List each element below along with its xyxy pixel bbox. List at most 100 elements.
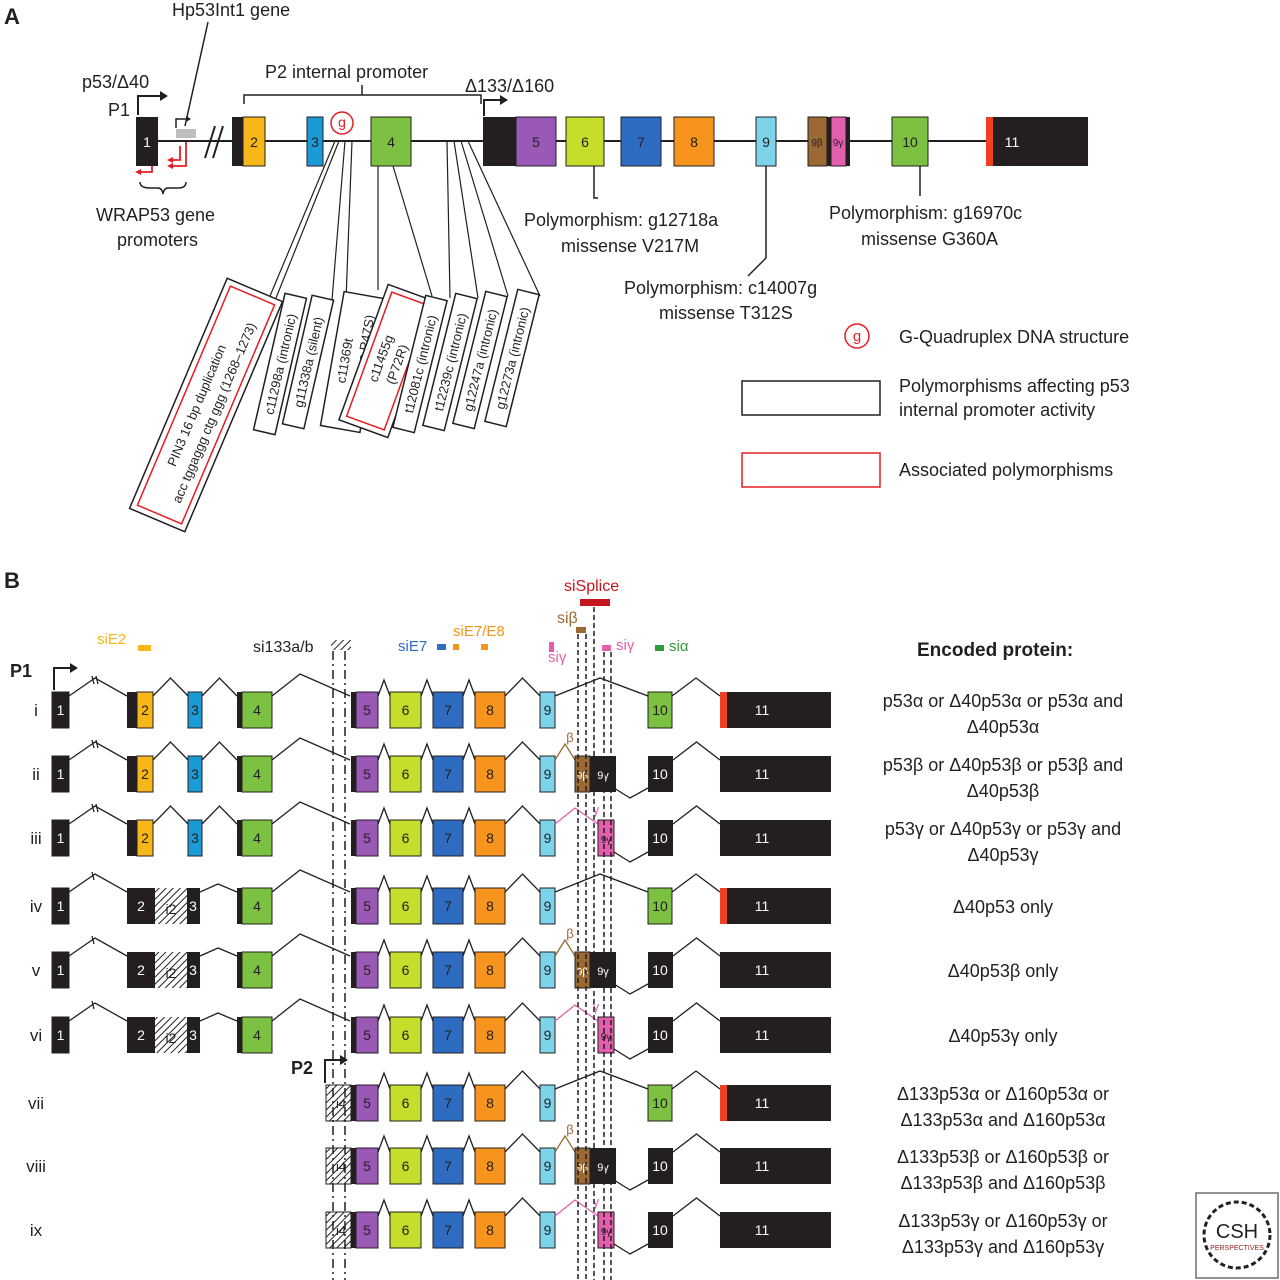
axis-break-2 (212, 125, 224, 159)
intron-line (420, 1003, 434, 1022)
p1-b-label: P1 (10, 661, 32, 681)
splice-line (199, 1012, 238, 1022)
encoded-protein-line2: Δ40p53α (967, 717, 1039, 737)
p1-arrow-head (160, 91, 168, 101)
box-pin3-inner (136, 285, 276, 525)
exon-b-4-black (237, 756, 242, 792)
intron-line (462, 1003, 476, 1022)
exon-b-7-label: 7 (444, 1158, 452, 1174)
wrap53-arrow-3 (172, 146, 181, 161)
exon-b-6-label: 6 (402, 1095, 410, 1111)
sisplice-bar (580, 599, 610, 606)
exon-a-5-black (483, 117, 516, 166)
intron-line (152, 741, 189, 761)
legend-red-swatch (741, 452, 881, 488)
exon-b-6 (389, 887, 422, 925)
row-numeral: v (32, 961, 41, 980)
exon-b-10-label: 10 (652, 1027, 668, 1043)
exon-a-2 (242, 116, 266, 167)
intron-line (672, 1002, 721, 1022)
box-t12081c-rect (391, 294, 449, 434)
sia-label: siα (669, 638, 689, 655)
exon-b-9 (539, 951, 556, 989)
exon-b-6-label: 6 (402, 1027, 410, 1043)
exon-b-8 (474, 887, 506, 925)
splice-line (271, 673, 351, 697)
exon-b-8-label: 8 (486, 962, 494, 978)
encoded-protein-line1: p53β or Δ40p53β or p53β and (883, 755, 1123, 775)
exon-b-9g-label: 9γ (597, 966, 609, 978)
exon-b-6-label: 6 (402, 702, 410, 718)
wrap53-arrow-2 (172, 142, 187, 167)
intron-line (377, 1071, 391, 1090)
exon-b-7-label: 7 (444, 1027, 452, 1043)
exon-b-2-label: 2 (137, 962, 145, 978)
exon-b-3 (187, 888, 200, 924)
exon-b-7 (432, 951, 464, 989)
exon-b-5-black (351, 952, 356, 988)
exon-b-2 (127, 1017, 155, 1053)
g-quadruplex-icon (330, 111, 354, 135)
sisplice-label: siSplice (564, 578, 619, 595)
legend: g G-Quadruplex DNA structure Polymorphis… (741, 323, 1130, 488)
exon-b-4 (241, 1016, 273, 1054)
exon-b-4-black (237, 692, 242, 728)
wrap53-brace (139, 181, 187, 195)
gamma-label: γ (593, 1194, 600, 1209)
legend-black-swatch (741, 380, 881, 416)
exon-a-11-label: 11 (1005, 134, 1020, 150)
exon-b-8-label: 8 (486, 702, 494, 718)
exon-b-8-label: 8 (486, 1095, 494, 1111)
exon-a-5 (515, 116, 557, 167)
hp53int1-label: Hp53Int1 gene (172, 0, 290, 20)
exon-b-11-mark (720, 888, 727, 924)
exon-b-5-black (351, 1148, 356, 1184)
panel-a-label: A (4, 4, 20, 29)
exon-b-1-label: 1 (57, 962, 65, 978)
exon-b-5-label: 5 (363, 1158, 371, 1174)
exon-b-8-label: 8 (486, 898, 494, 914)
encoded-protein-line1: Δ40p53γ only (948, 1026, 1057, 1046)
exon-a-11-mark (986, 117, 993, 166)
p53-d40-label: p53/Δ40 (82, 72, 149, 92)
leader-6 (446, 140, 451, 299)
leader-2 (331, 140, 346, 301)
encoded-protein-line1: Δ133p53γ or Δ160p53γ or (898, 1211, 1107, 1231)
exon-b-9 (539, 1084, 556, 1122)
exon-b-11-label: 11 (755, 1027, 770, 1043)
polymorphism-boxes: PIN3 16 bp duplication acc tggaggg ctg g… (128, 277, 541, 533)
intron-line (462, 806, 476, 825)
intron-line (420, 1071, 434, 1090)
intron-line (462, 1198, 476, 1217)
splice-line (613, 983, 649, 995)
wrap53-arrow-head-2 (167, 163, 173, 169)
exon-b-2-label: 2 (137, 1027, 145, 1043)
exon-b-5 (355, 1211, 379, 1249)
splice-line (68, 677, 128, 697)
beta-splice (554, 1134, 576, 1153)
exon-b-5 (355, 691, 379, 729)
exon-b-11 (720, 756, 831, 792)
wrap53-label-2: promoters (117, 230, 198, 250)
exon-b-9 (539, 819, 556, 857)
intron-line (462, 678, 476, 697)
exon-a-6-label: 6 (581, 134, 589, 150)
p2-internal-label: P2 internal promoter (265, 62, 428, 82)
exon-a-11 (993, 117, 1088, 166)
exon-b-11-label: 11 (755, 1158, 770, 1174)
intron-line (462, 938, 476, 957)
exon-b-10 (648, 952, 673, 988)
exon-b-6-label: 6 (402, 1158, 410, 1174)
axis-break (91, 871, 95, 881)
exon-a-9b-label: 9β (811, 138, 823, 149)
exon-b-9g-label: 9γ (601, 835, 612, 846)
sig-bar-left (549, 642, 554, 652)
gamma-splice (554, 1004, 599, 1022)
exon-b-11 (720, 1148, 831, 1184)
exon-b-3 (187, 691, 203, 729)
splice-line (613, 851, 649, 863)
exon-b-5-label: 5 (363, 1222, 371, 1238)
box-g12247a-rect (451, 290, 509, 430)
legend-gquad-label: G-Quadruplex DNA structure (899, 327, 1129, 347)
exon-b-5 (355, 887, 379, 925)
